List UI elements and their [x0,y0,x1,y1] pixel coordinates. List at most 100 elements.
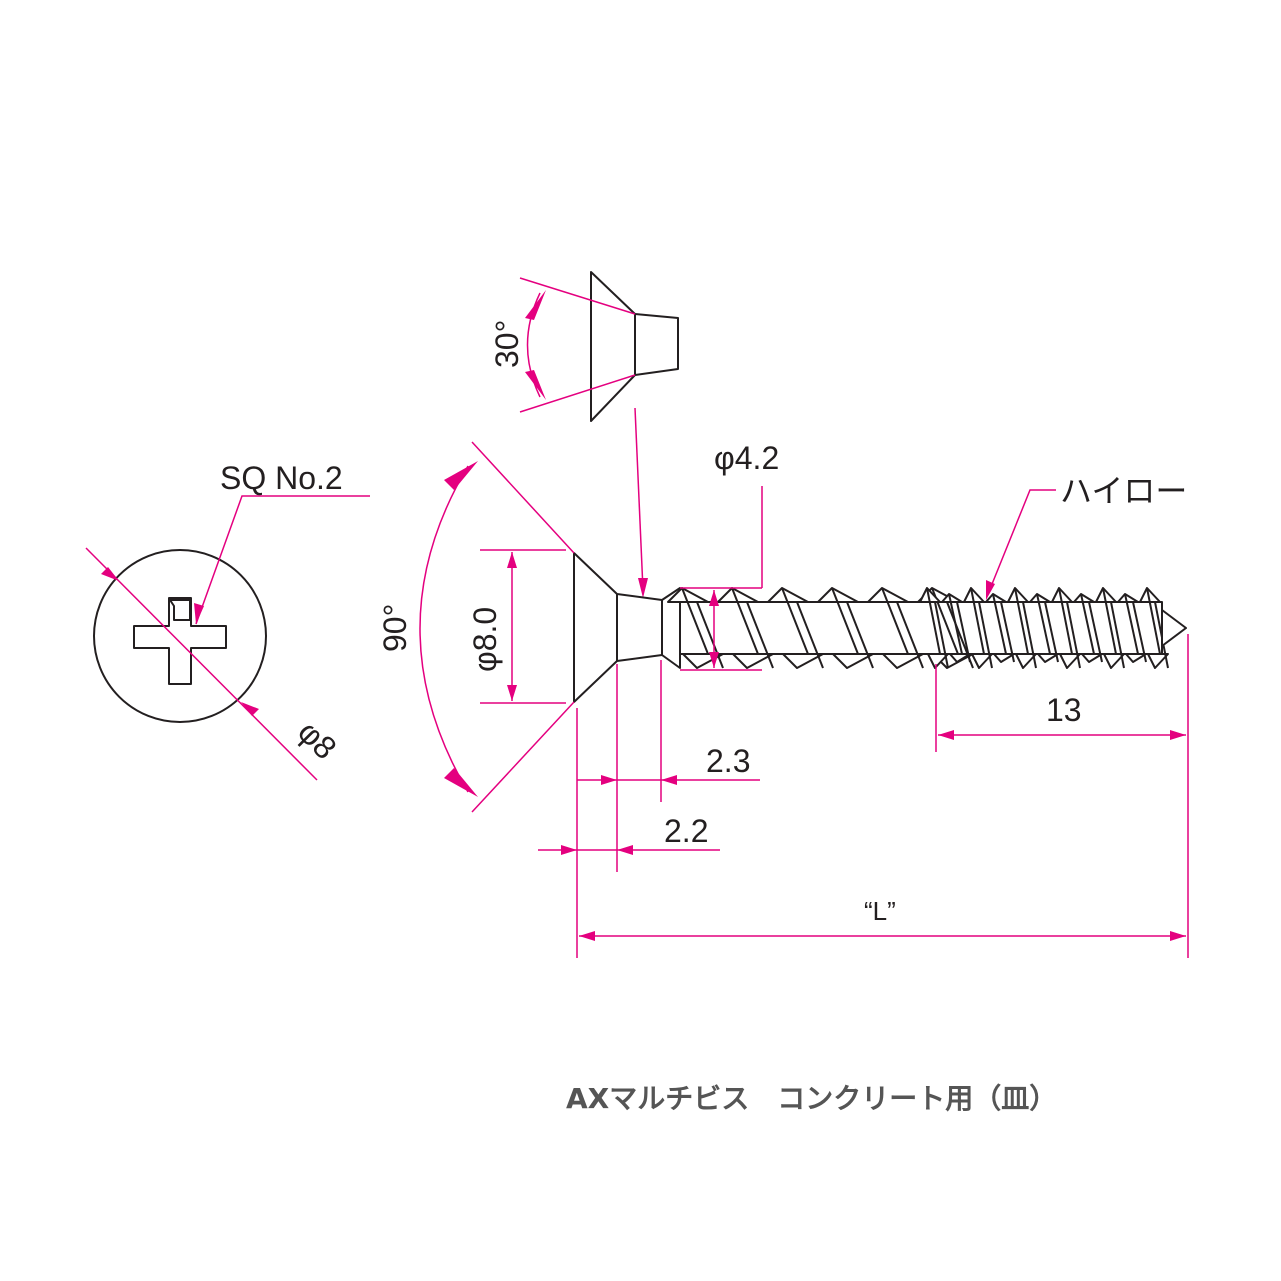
thread-flank [881,587,909,655]
head-height-1-label: 2.3 [706,743,750,779]
thread-tooth [1059,653,1081,669]
screw-tip [1161,609,1187,647]
angle-arrow-30-top [525,290,546,320]
thread-flank [696,601,724,669]
thread-flank [1066,601,1081,669]
thread-tooth [993,653,1015,663]
thread-tooth [927,653,949,669]
thread-flank [1044,601,1059,663]
head-height-2-label: 2.2 [664,813,708,849]
top-dia-label: φ8 [291,713,344,766]
recess-label: SQ No.2 [220,460,343,496]
thread-leader-arrow [986,580,995,600]
thread-tooth [1081,653,1103,663]
cross-recess-icon [133,597,227,685]
thread-flank [1124,593,1139,655]
tip-length-label: 13 [1046,692,1082,728]
product-title: AXマルチビス コンクリート用（皿） [566,1082,1057,1115]
thread-flank [1000,601,1015,663]
thread-flank [681,587,709,655]
thread-tooth [782,653,824,669]
thread-flank [1088,601,1103,663]
shank-dia-dim [680,486,763,671]
head-top-view [85,495,370,781]
head-circle [93,549,267,723]
recess-leader [195,495,370,625]
shank-dia-arrow-top [709,590,719,606]
thread-flank [956,601,971,663]
thread-type-label: ハイロー [1060,473,1187,509]
head-dia-dim [480,549,566,704]
thread-tooth [767,587,809,603]
thread-flank [1146,587,1161,655]
thread-leader-line [987,489,1056,595]
recess-leader-arrow [194,603,204,624]
tip-arrow-left [938,730,954,740]
angle-arrow-30-bottom [525,370,546,400]
thread-tooth [971,653,993,669]
thread-flank [896,601,924,669]
head-height-dims [538,660,760,958]
screw-neck [661,587,681,669]
head-angle-arrow-bottom [444,768,478,797]
thread-tooth [832,653,874,669]
head-dia-arrow-top [507,552,517,568]
thread-flank [978,601,993,669]
tip-arrow-right [1170,730,1186,740]
detail-leader [634,407,644,591]
head-angle-label: 90° [377,604,413,652]
thread-tooth [985,593,1007,603]
screw-side-view [573,552,1187,703]
head-angle-arrow-top [444,461,478,490]
top-dia-arrow-2 [241,702,259,716]
head-detail [519,271,679,598]
thread-flank [831,587,859,655]
thread-flank [1022,601,1037,669]
dim-2-2-arrow-1 [561,845,577,855]
thread-flank [1058,587,1073,655]
detail-leader-arrow [638,578,648,598]
head-dia-arrow-bottom [507,685,517,701]
thread-flank [1102,587,1117,655]
shank-dia-label: φ4.2 [714,440,779,476]
thread-flank [1132,601,1147,663]
thread-tooth [1015,653,1037,669]
thread-flank [1036,593,1051,655]
thread-tooth [867,587,909,603]
thread-flank [796,601,824,669]
overall-length-dim [579,931,1186,941]
length-label: “L” [864,896,896,926]
thread-flank [1110,601,1125,669]
top-dia-arrow-1 [101,567,119,581]
angle-line-top [519,277,636,315]
head-angle-dim [419,441,575,813]
thread-flank [746,601,774,669]
thread-tooth [882,653,924,669]
thread-tooth [1037,653,1059,663]
thread-flank [948,593,963,655]
angle-line-bottom [519,374,636,413]
thread-flank [926,587,941,655]
thread-flank [970,587,985,655]
thread-tooth [717,587,759,603]
thread-tooth [949,653,971,663]
thread-tooth [732,653,774,669]
thread-tooth [1147,653,1169,669]
thread-flank [1014,587,1029,655]
thread-tooth [817,587,859,603]
head-angle-line-top [471,441,575,554]
thread-flank [992,593,1007,655]
thread-group [667,587,1169,669]
thread-flank [781,587,809,655]
head-angle-arc [419,465,469,793]
thread-tooth [941,593,963,603]
dim-2-3-arrow-2 [661,775,677,785]
thread-flank [846,601,874,669]
length-arrow-left [579,931,595,941]
length-arrow-right [1170,931,1186,941]
angle-30-label: 30° [489,320,525,368]
thread-tooth [1073,593,1095,603]
dim-2-2-arrow-2 [617,845,633,855]
thread-flank [731,587,759,655]
